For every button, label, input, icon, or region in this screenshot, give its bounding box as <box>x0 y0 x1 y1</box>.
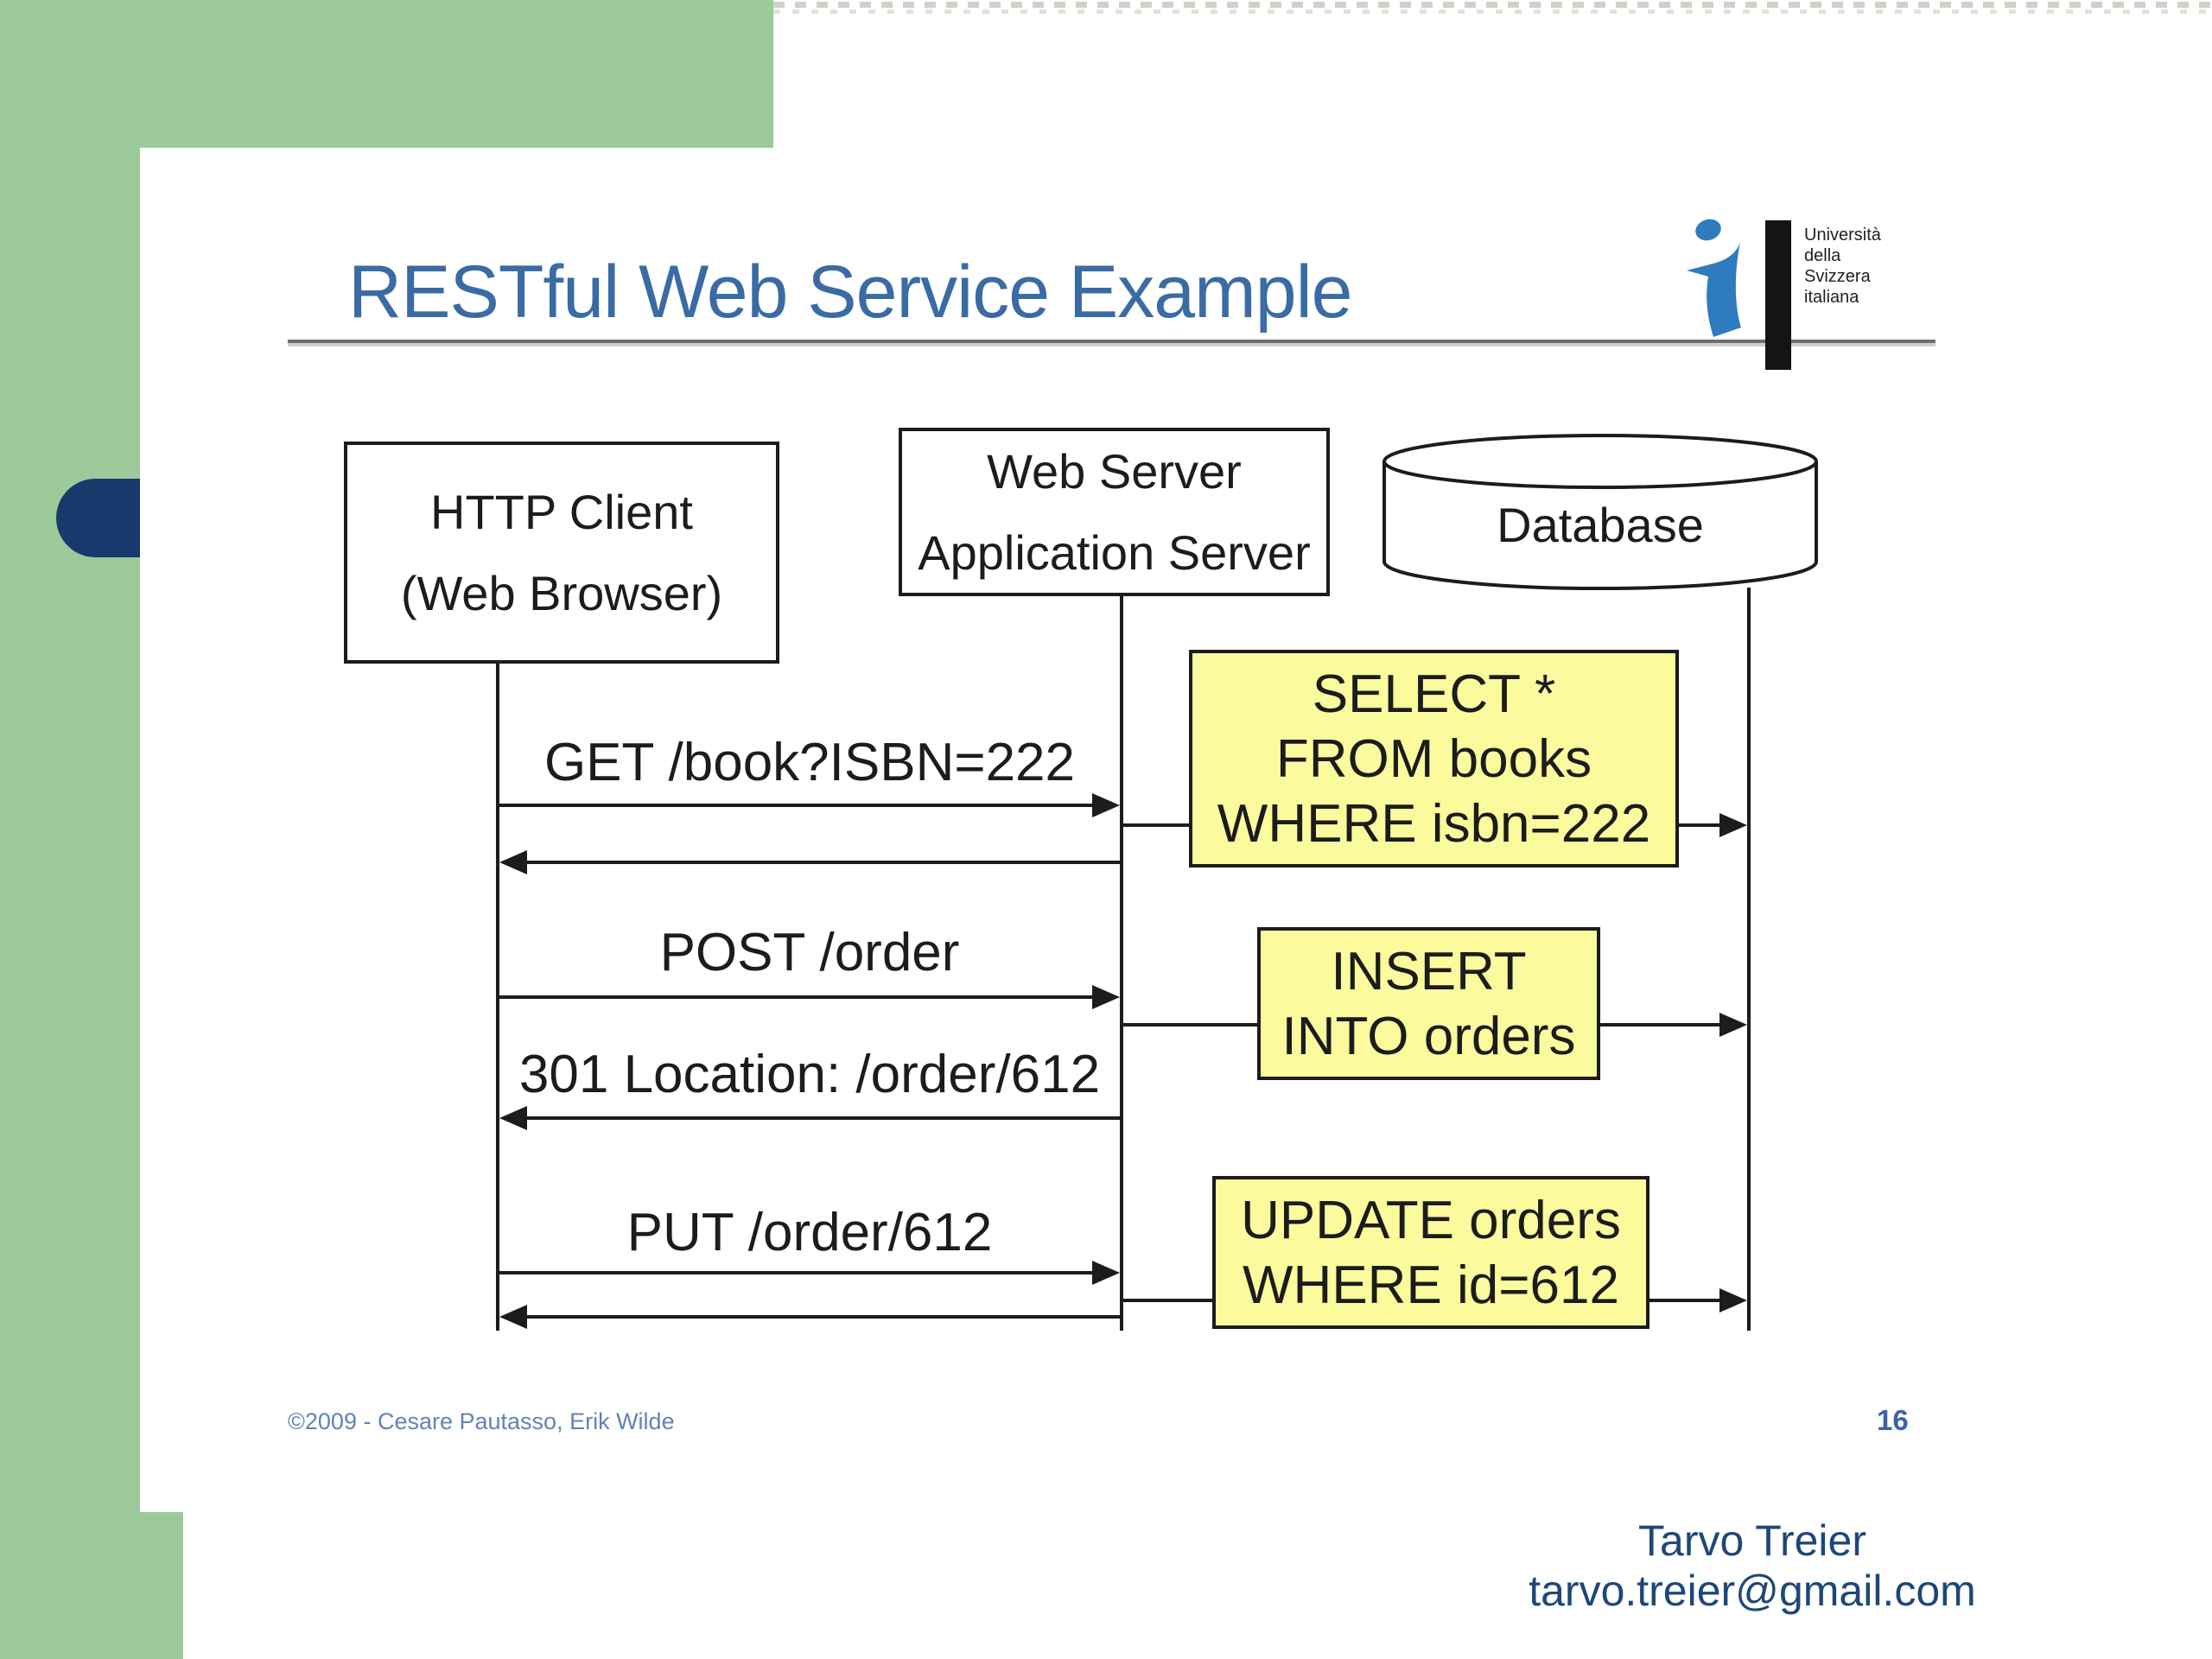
sql-select-line2: FROM books <box>1275 728 1592 789</box>
message-put-arrowhead <box>1092 1261 1120 1285</box>
web-server-label-line1: Web Server <box>987 443 1242 499</box>
message-get-arrowhead <box>1092 793 1120 817</box>
actor-web-server: Web Server Application Server <box>899 428 1330 596</box>
client-lifeline <box>496 664 499 1331</box>
http-client-label-line1: HTTP Client <box>430 484 693 539</box>
message-put-label: PUT /order/612 <box>626 1203 993 1262</box>
database-lifeline <box>1747 588 1751 1331</box>
message-get-response-line <box>527 861 1120 864</box>
message-301-label: 301 Location: /order/612 <box>518 1045 1101 1104</box>
message-get-line <box>499 804 1092 807</box>
contact-email: tarvo.treier@gmail.com <box>1529 1567 1976 1615</box>
copyright-text: ©2009 - Cesare Pautasso, Erik Wilde <box>288 1408 675 1434</box>
sql-update-box: UPDATE orders WHERE id=612 <box>1212 1176 1649 1329</box>
sql-insert-box: INSERT INTO orders <box>1257 927 1600 1080</box>
server-lifeline <box>1120 596 1123 1331</box>
sql-select-line1: SELECT * <box>1312 664 1556 724</box>
web-server-label-line2: Application Server <box>918 524 1311 580</box>
sql-insert-line1: INSERT <box>1331 941 1527 1001</box>
sql-select-box: SELECT * FROM books WHERE isbn=222 <box>1189 650 1679 868</box>
query-insert-arrowhead <box>1719 1013 1747 1037</box>
message-get-response-arrowhead <box>499 850 527 874</box>
message-post-label: POST /order <box>659 923 960 982</box>
title-underline <box>288 340 1936 343</box>
message-put-line <box>499 1271 1092 1274</box>
usi-logo-text-line4: italiana <box>1804 288 1859 307</box>
green-top-block <box>0 0 773 148</box>
contact-block: Tarvo Treier tarvo.treier@gmail.com <box>1521 1516 1984 1616</box>
usi-logo-text-line1: Università <box>1804 226 1881 245</box>
message-put-response-line <box>527 1315 1120 1319</box>
message-get-label: GET /book?ISBN=222 <box>543 733 1076 792</box>
top-edge-dashes-2 <box>773 10 2212 14</box>
page-title: RESTful Web Service Example <box>348 251 1353 334</box>
http-client-label-line2: (Web Browser) <box>400 565 723 620</box>
message-post-arrowhead <box>1092 985 1120 1009</box>
message-post-line <box>499 995 1092 999</box>
sql-select-line3: WHERE isbn=222 <box>1217 793 1651 854</box>
sql-insert-line2: INTO orders <box>1281 1006 1576 1066</box>
usi-logo-bar <box>1765 220 1791 370</box>
actor-http-client: HTTP Client (Web Browser) <box>344 442 779 664</box>
usi-logo-text-line2: della <box>1804 246 1841 265</box>
usi-logo-text-line3: Svizzera <box>1804 267 1871 286</box>
query-select-arrowhead <box>1719 813 1747 837</box>
database-label: Database <box>1497 498 1704 552</box>
message-301-arrowhead <box>499 1106 527 1130</box>
template-pill-shape <box>56 479 140 557</box>
sql-update-line1: UPDATE orders <box>1241 1190 1621 1250</box>
query-update-arrowhead <box>1719 1288 1747 1313</box>
top-edge-dashes <box>773 2 2212 8</box>
usi-logo-figure-icon <box>1687 219 1741 337</box>
green-left-band <box>0 0 140 1512</box>
green-left-band-bottom <box>0 1512 183 1659</box>
page-number: 16 <box>1877 1404 1909 1436</box>
message-put-response-arrowhead <box>499 1305 527 1329</box>
message-301-line <box>527 1116 1120 1120</box>
usi-logo-text: Università della Svizzera italiana <box>1804 225 1881 308</box>
contact-name: Tarvo Treier <box>1638 1516 1866 1565</box>
database-cylinder-icon <box>1382 434 1818 590</box>
sql-update-line2: WHERE id=612 <box>1243 1255 1619 1315</box>
